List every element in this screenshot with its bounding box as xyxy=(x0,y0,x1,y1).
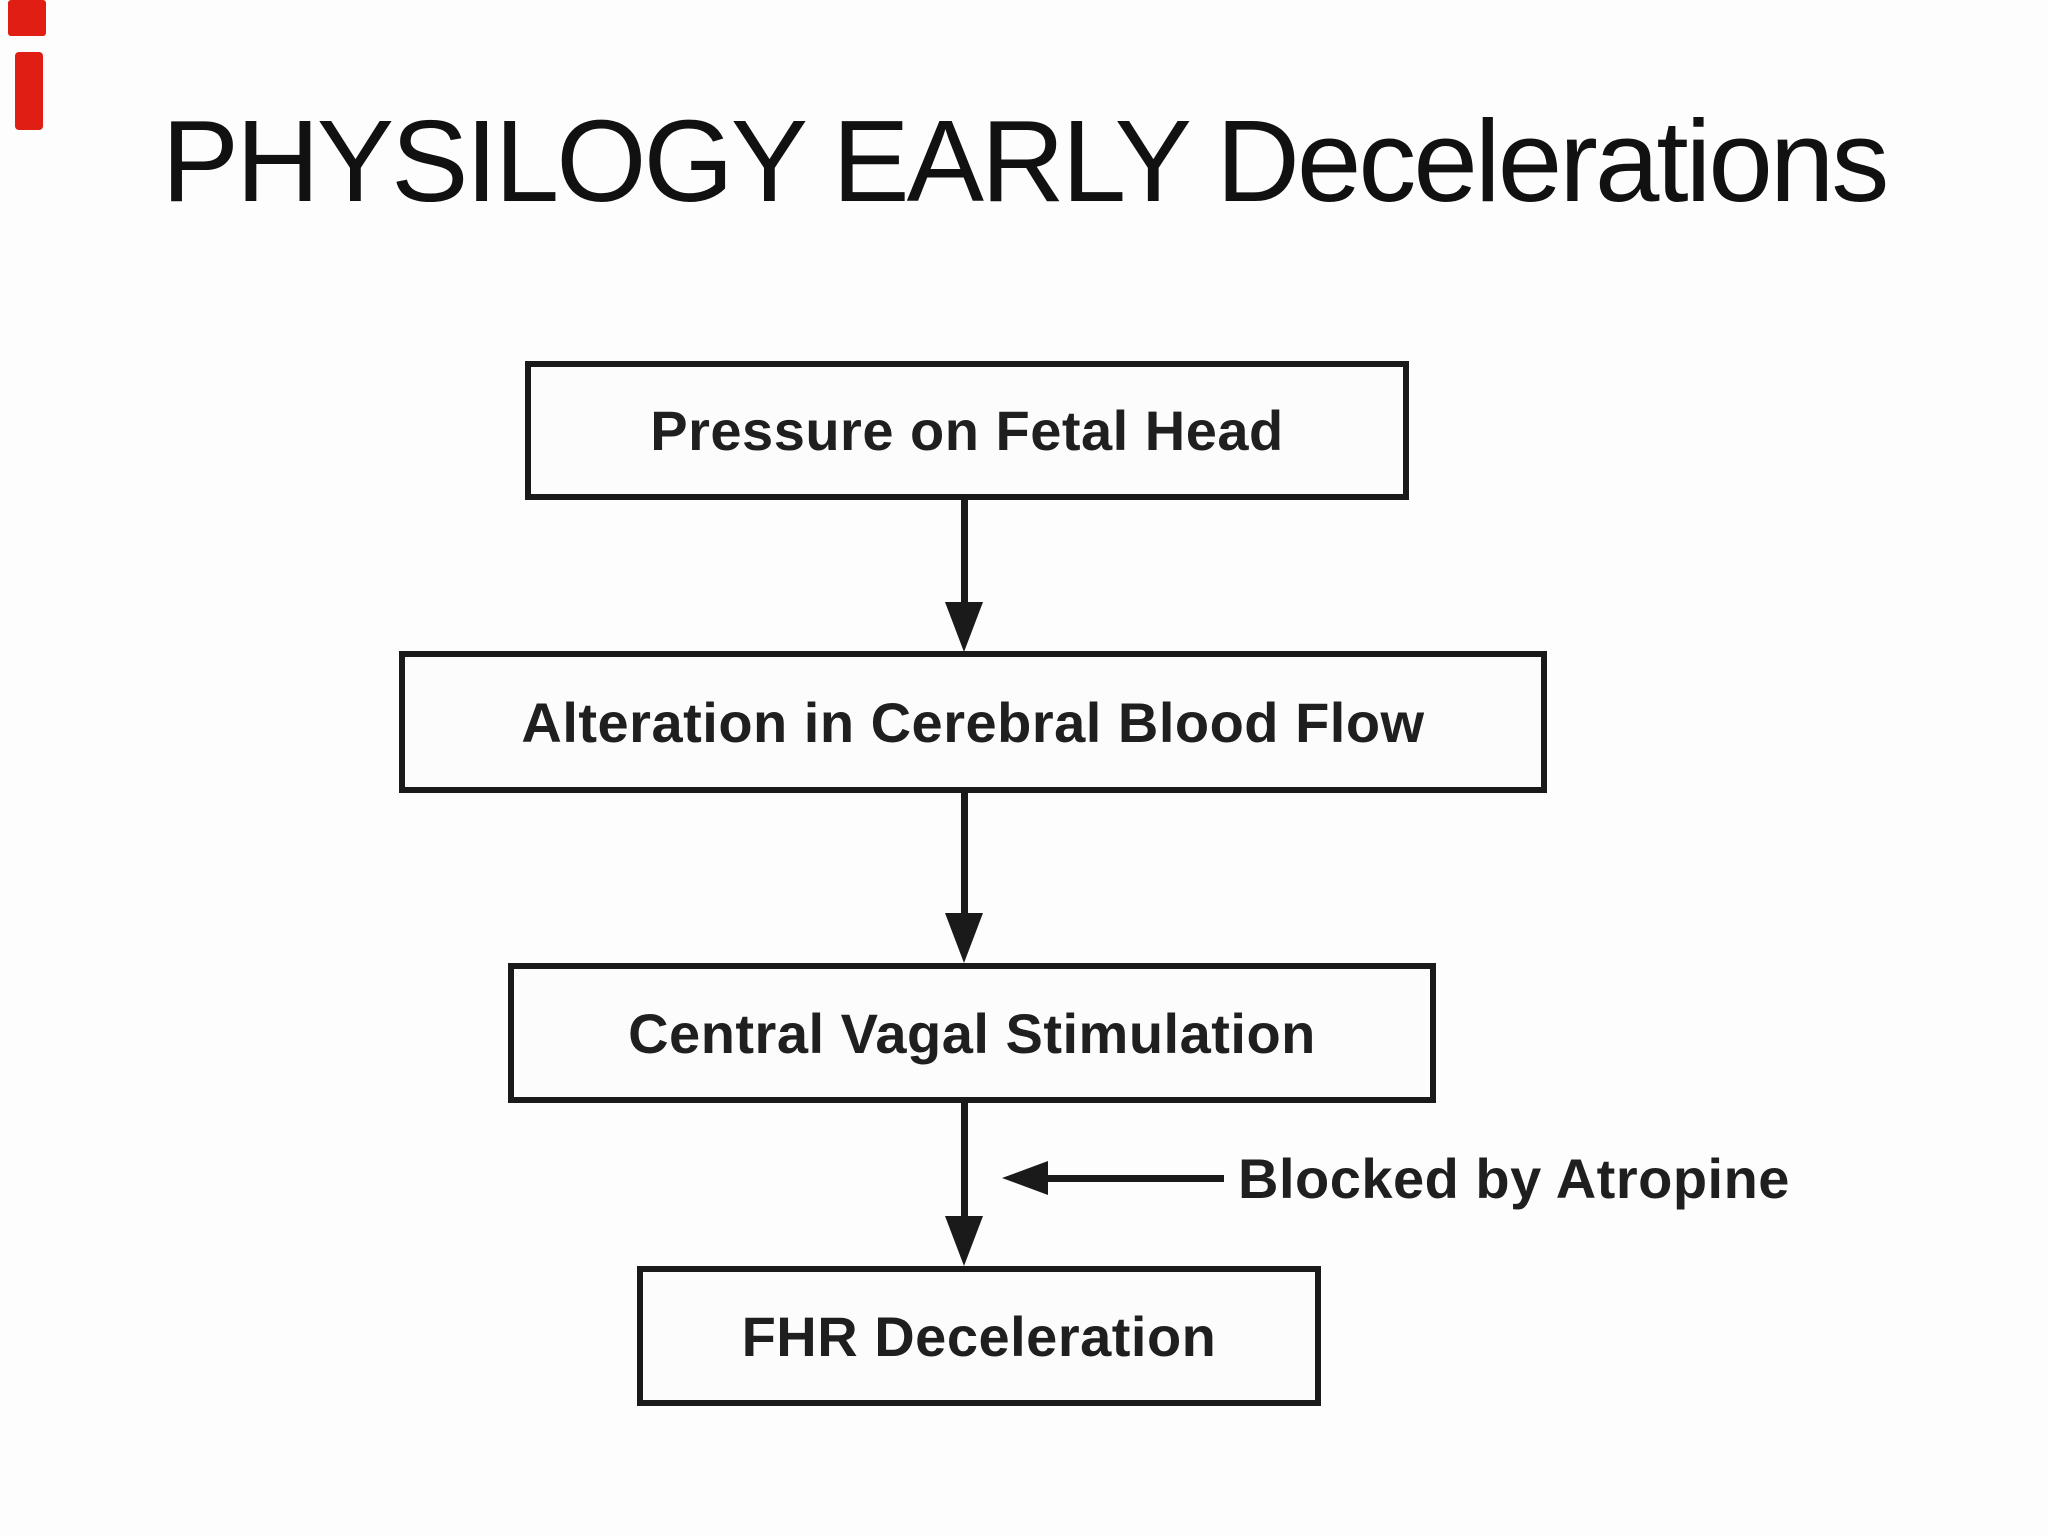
flow-box-label: Alteration in Cerebral Blood Flow xyxy=(521,690,1425,754)
down-arrow-1-shaft xyxy=(961,500,968,610)
flow-box-label: Pressure on Fetal Head xyxy=(650,399,1284,462)
blocked-by-atropine-label: Blocked by Atropine xyxy=(1238,1147,1790,1210)
down-arrow-3-arrowhead xyxy=(945,1216,983,1266)
blocked-arrow-shaft xyxy=(1044,1175,1224,1182)
left-arrowhead-icon xyxy=(1002,1161,1048,1195)
flow-box-central-vagal-stimulation: Central Vagal Stimulation xyxy=(508,963,1436,1103)
slide-title: PHYSILOGY EARLY Decelerations xyxy=(161,96,1890,226)
flow-box-pressure-on-fetal-head: Pressure on Fetal Head xyxy=(525,361,1409,500)
down-arrow-2-shaft xyxy=(961,793,968,917)
down-arrow-3-shaft xyxy=(961,1103,968,1219)
red-edge-artifact-bar xyxy=(15,52,43,130)
flow-box-fhr-deceleration: FHR Deceleration xyxy=(637,1266,1321,1406)
down-arrow-1-arrowhead xyxy=(945,602,983,652)
down-arrow-2-arrowhead xyxy=(945,913,983,963)
flow-box-alteration-cerebral-blood-flow: Alteration in Cerebral Blood Flow xyxy=(399,651,1547,793)
flow-box-label: FHR Deceleration xyxy=(741,1304,1217,1368)
red-edge-artifact-top xyxy=(8,0,46,36)
flow-box-label: Central Vagal Stimulation xyxy=(628,1001,1316,1065)
